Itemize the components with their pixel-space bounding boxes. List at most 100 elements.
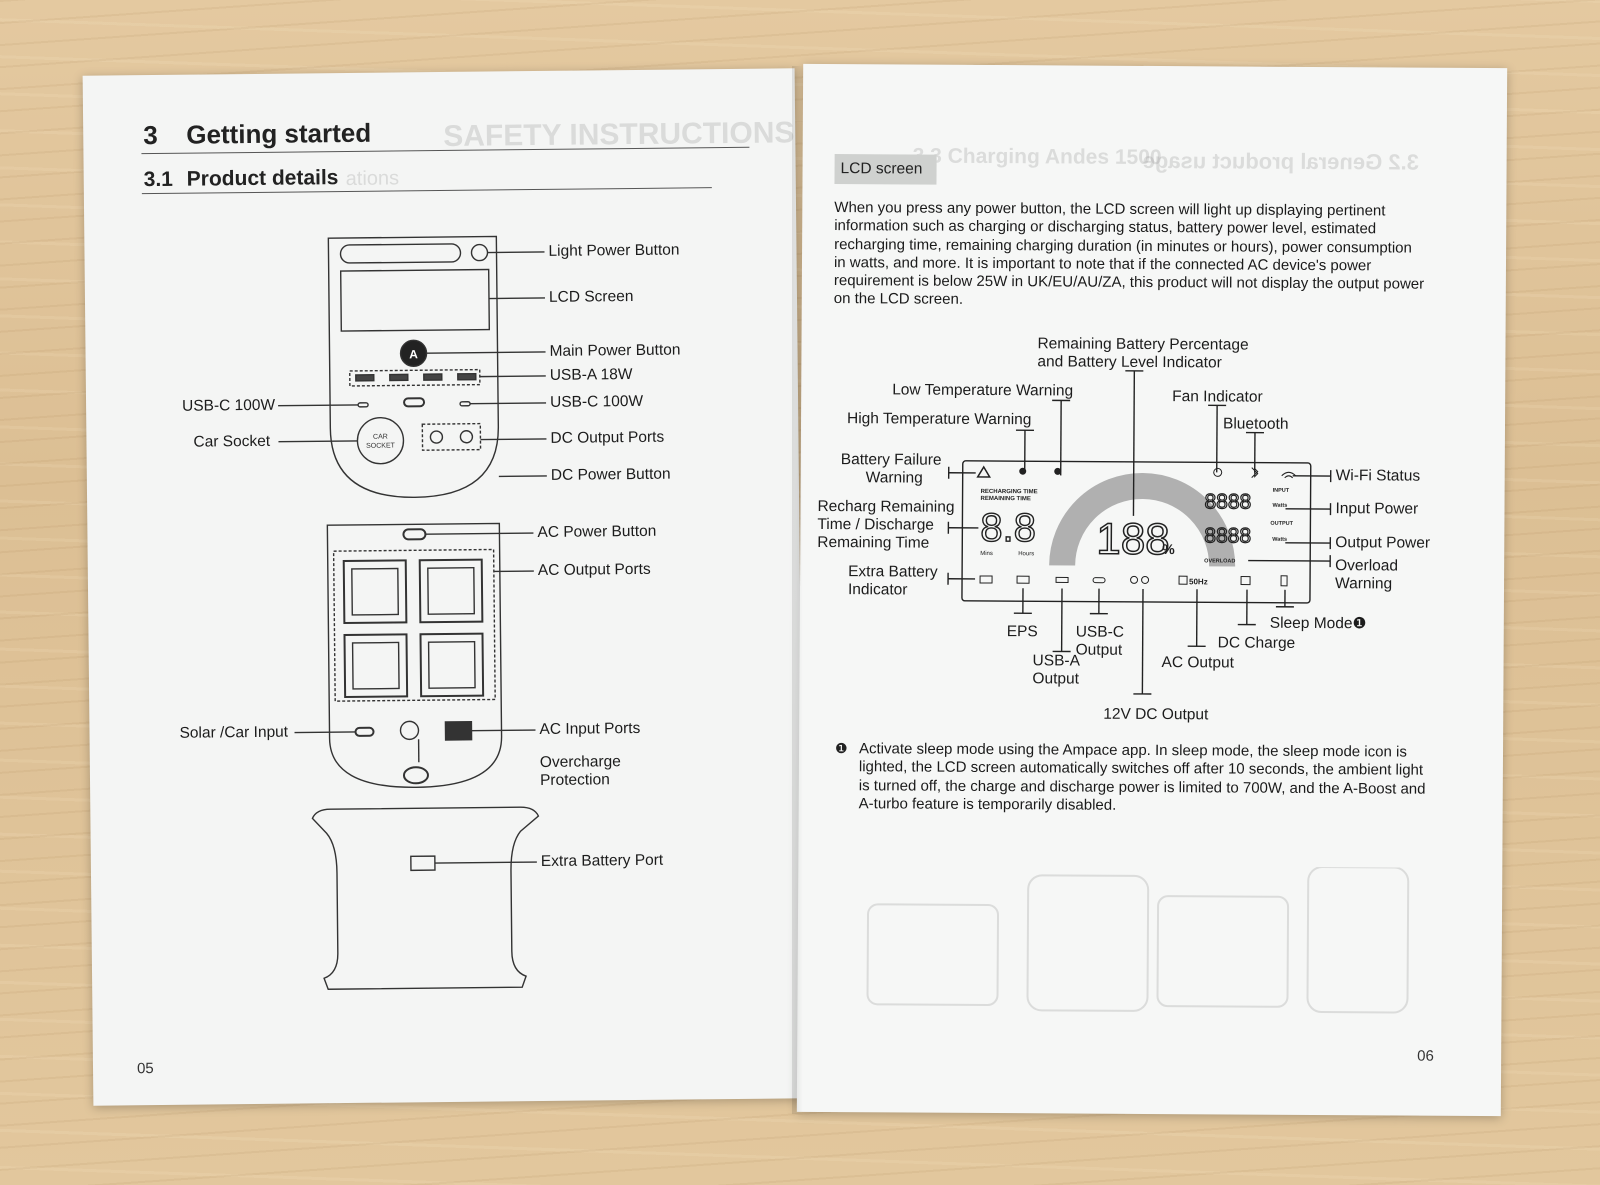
lcd-percent: %	[1162, 541, 1175, 557]
label-dc-output-ports: DC Output Ports	[550, 428, 665, 447]
usb-a-icon	[1055, 576, 1069, 583]
lcd-recharging-time: RECHARGING TIME	[981, 489, 1038, 495]
ac-outlet-3	[343, 633, 409, 699]
label-car-socket: Car Socket	[193, 432, 271, 451]
car-socket-text-1: CAR	[373, 434, 388, 441]
label-fan: Fan Indicator	[1172, 388, 1263, 406]
label-overload-1: Overload	[1335, 557, 1399, 575]
ac-power-button-icon	[402, 528, 427, 541]
label-ac-output-ports: AC Output Ports	[537, 560, 651, 580]
battery-failure-icon	[976, 465, 992, 478]
extra-battery-icon	[979, 575, 993, 584]
label-wifi: Wi-Fi Status	[1335, 467, 1421, 485]
device-front-view	[326, 522, 503, 789]
ac-input-port-icon	[444, 721, 473, 741]
label-lcd-screen: LCD Screen	[548, 288, 634, 306]
sleep-mode-icon	[1280, 575, 1288, 587]
fan-icon	[1213, 467, 1223, 477]
eps-icon	[1016, 575, 1030, 584]
label-low-temp: Low Temperature Warning	[892, 381, 1074, 400]
footnote-text: Activate sleep mode using the Ampace app…	[858, 740, 1426, 814]
label-recharge-1: Recharg Remaining	[817, 497, 955, 516]
lcd-mins: Mins	[980, 551, 993, 557]
extra-battery-port-icon	[410, 855, 436, 872]
usb-c-right-icon	[459, 401, 471, 407]
light-bar	[339, 243, 462, 264]
label-dc-charge: DC Charge	[1217, 634, 1296, 652]
page-number-left: 05	[136, 1060, 154, 1078]
dc-charge-icon	[1240, 576, 1251, 586]
label-battery-percentage-2: and Battery Level Indicator	[1037, 353, 1222, 372]
label-output-power: Output Power	[1335, 534, 1431, 552]
label-usb-a-1: USB-A	[1032, 652, 1080, 670]
main-button-letter: A	[409, 347, 418, 361]
label-light-power-button: Light Power Button	[548, 241, 680, 260]
car-socket-text-2: SOCKET	[366, 442, 396, 449]
label-battery-percentage-1: Remaining Battery Percentage	[1037, 335, 1249, 354]
label-extra-battery-1: Extra Battery	[848, 563, 938, 581]
label-ac-input-ports: AC Input Ports	[539, 719, 641, 739]
lcd-output-digits: 8888	[1204, 524, 1251, 547]
lcd-watts-out: Watts	[1272, 537, 1287, 543]
label-eps: EPS	[1006, 623, 1038, 641]
usb-c-icon	[1092, 577, 1106, 584]
label-bluetooth: Bluetooth	[1222, 415, 1289, 433]
usb-c-center-icon	[403, 397, 426, 408]
light-power-button-icon	[470, 243, 489, 262]
lcd-screen-outline	[339, 268, 491, 332]
lcd-hz: 50Hz	[1189, 577, 1208, 586]
high-temp-icon	[1019, 467, 1027, 475]
ac-outlet-4	[419, 632, 485, 698]
label-sleep-mode: Sleep Mode❶	[1269, 614, 1367, 633]
label-main-power-button: Main Power Button	[549, 341, 681, 360]
lcd-time-digits: 8.8	[980, 506, 1036, 550]
battery-gauge-arc	[1049, 472, 1236, 567]
left-page: SAFETY INSTRUCTIONS 3 Getting started 3.…	[82, 68, 806, 1106]
label-overload-2: Warning	[1334, 575, 1393, 593]
lcd-diagram: RECHARGING TIME REMAINING TIME 8.8 Mins …	[947, 370, 1332, 695]
right-page: 3.2 General product usage 3.3 Charging A…	[796, 63, 1508, 1117]
page-number-right: 06	[1417, 1047, 1434, 1065]
label-overcharge-line-1: Overcharge	[539, 753, 621, 772]
overcharge-protection-icon	[399, 720, 420, 741]
ac-output-icon	[1178, 575, 1188, 585]
solar-car-input-icon	[354, 726, 375, 737]
label-dc-power-button: DC Power Button	[550, 465, 671, 484]
label-input-power: Input Power	[1335, 500, 1419, 518]
bluetooth-icon	[1251, 467, 1259, 478]
label-usb-a-2: Output	[1032, 670, 1080, 688]
label-solar-car-input: Solar /Car Input	[179, 723, 289, 742]
label-high-temp: High Temperature Warning	[846, 410, 1032, 429]
label-extra-battery-port: Extra Battery Port	[540, 851, 664, 871]
label-extra-battery-2: Indicator	[847, 581, 908, 599]
lcd-overload: OVERLOAD	[1204, 558, 1235, 564]
label-ac-output: AC Output	[1161, 654, 1234, 672]
label-ac-power-button: AC Power Button	[537, 522, 657, 542]
label-battery-failure-1: Battery Failure	[840, 451, 942, 469]
label-recharge-2: Time / Discharge	[817, 515, 935, 534]
book-spine-fold	[792, 66, 810, 1114]
bleed-through-illustrations	[866, 866, 1410, 1014]
lcd-frame	[961, 460, 1312, 604]
dc12-icon-1	[1130, 575, 1139, 584]
label-recharge-3: Remaining Time	[817, 533, 930, 552]
wifi-icon	[1281, 471, 1297, 479]
label-overcharge-line-2: Protection	[539, 771, 610, 790]
label-usb-c-2: Output	[1075, 641, 1123, 659]
ac-outlet-1	[342, 559, 408, 625]
label-battery-failure-2: Warning	[865, 469, 923, 487]
footnote-marker: ❶	[834, 740, 848, 757]
label-usb-c-left: USB-C 100W	[182, 396, 276, 415]
label-usb-a: USB-A 18W	[549, 366, 633, 384]
lcd-big-digits: 188	[1096, 515, 1170, 564]
label-usb-c-right: USB-C 100W	[549, 392, 644, 411]
lcd-hours: Hours	[1018, 551, 1034, 557]
dc12-icon-2	[1141, 575, 1150, 584]
usb-c-left-icon	[357, 402, 369, 408]
device-top-view	[327, 235, 500, 498]
low-temp-icon	[1054, 467, 1062, 475]
lcd-remaining-time: REMAINING TIME	[981, 496, 1031, 502]
lcd-watts-in: Watts	[1272, 503, 1287, 509]
label-usb-c-1: USB-C	[1075, 623, 1125, 641]
label-12v-dc-output: 12V DC Output	[1103, 705, 1209, 724]
